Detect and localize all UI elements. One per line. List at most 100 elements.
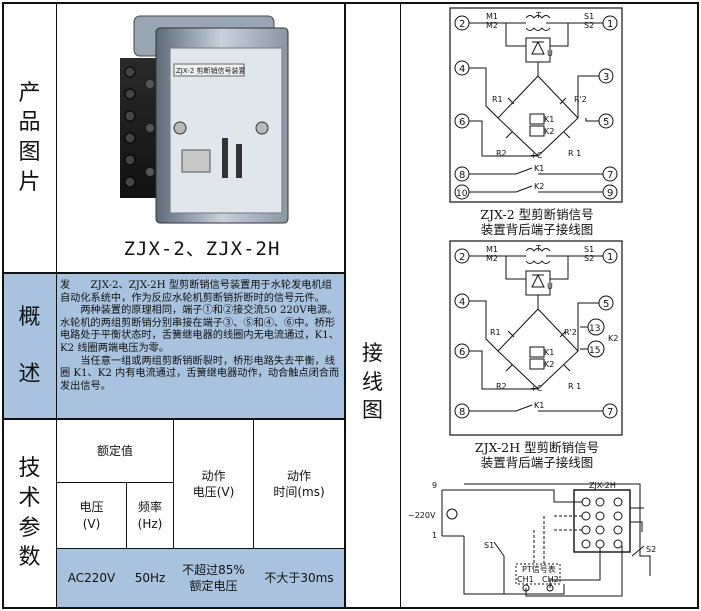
wiring-section-label: 接 线 图 (348, 332, 398, 432)
terminal-2-label: 2 (459, 19, 465, 30)
row-divider-2 (2, 418, 345, 420)
terminal-10-label: 10 (456, 189, 468, 199)
r1-prime-label: R 1 (568, 149, 581, 158)
terminal-1-label: 1 (607, 252, 613, 263)
overview-paragraph: 发 ZJX-2、ZJX-2H 型剪断销信号装置用于水轮发电机组自动化系统中，作为… (60, 280, 332, 304)
label-divider (56, 2, 57, 609)
r2-prime-label: R'2 (564, 328, 577, 337)
r1-label: R1 (492, 95, 503, 104)
r2-prime-label: R'2 (574, 95, 587, 104)
terminal-6-label: 6 (459, 117, 465, 128)
k2-side-label: K2 (608, 334, 618, 343)
overview-paragraph: 两种装置的原理相同，端子①和②接交流50 220V电源。水轮机的两组剪断销分别串… (60, 305, 339, 354)
device-terminals (581, 497, 623, 549)
label-char: 概 (18, 304, 42, 330)
screw-icon (173, 121, 187, 135)
terminal-3-label: 3 (603, 72, 609, 83)
switch-s2-label: S2 (646, 545, 656, 554)
supply-voltage-label: ~220V (408, 511, 436, 520)
overview-paragraph: 当任意一组或两组剪断销断裂时，桥形电路失去平衡，线圈 K1、K2 内有电流通过，… (60, 355, 340, 392)
r2-label: R2 (496, 149, 507, 158)
params-value-row (57, 549, 344, 607)
action-time-header: 动作 时间(ms) (273, 468, 325, 499)
terminal-5-label: 5 (603, 117, 609, 128)
caption-line: 装置背后端子接线图 (480, 222, 594, 237)
terminal-8-label: 8 (459, 170, 465, 181)
wiring-diagram-connection: ~220V ZJX-2H S1 S2 PT信号表 CH1 CH2 9 1 (408, 481, 656, 597)
terminal-9-label: 9 (607, 188, 613, 199)
product-caption: ZJX-2、ZJX-2H (123, 238, 281, 260)
s2-label: S2 (584, 21, 594, 30)
product-section-label: 产 品 图 片 (4, 4, 56, 272)
terminal-4-label: 4 (459, 297, 465, 308)
label-char: 图 (18, 140, 42, 165)
k2-contact-label: K2 (534, 182, 544, 191)
m1-label: M1 (486, 245, 498, 254)
voltage-header: 电压 (V) (79, 500, 104, 531)
terminal-4-label: 4 (459, 64, 465, 75)
action-time-value: 不大于30ms (264, 570, 334, 585)
k2-coil-label: K2 (544, 360, 554, 369)
relay-base (120, 58, 162, 198)
terminal-15-label: 15 (589, 346, 600, 356)
label-char: 技 (18, 456, 42, 482)
label-char: 线 (362, 369, 384, 394)
action-voltage-header: 动作 电压(V) (192, 468, 235, 499)
wiring-diagram-zjx2: 2 1 4 3 6 5 8 7 10 9 M1 M2 T S1 S2 U R1 … (449, 7, 623, 203)
params-section-label: 技 术 参 数 (4, 420, 56, 607)
caption-line: ZJX-2H 型剪断销信号 (474, 440, 600, 455)
node-9-label: 9 (432, 481, 437, 490)
overview-section-label: 概 述 (4, 274, 56, 418)
overview-background (57, 274, 344, 418)
frame-bottom (2, 607, 699, 609)
screw-icon (255, 121, 269, 135)
r1-label: R1 (490, 328, 501, 337)
label-char: 产 (18, 80, 42, 106)
relay-label-text: ZJX-2 剪断销信号装置 (176, 66, 246, 75)
label-char: 术 (18, 485, 42, 511)
frame-top (2, 2, 699, 4)
terminal-screws (124, 66, 154, 188)
s2-label: S2 (584, 254, 594, 263)
overview-text: 发 ZJX-2、ZJX-2H 型剪断销信号装置用于水轮发电机组自动化系统中，作为… (60, 280, 340, 393)
wiring-diagram-zjx2h: 2 1 4 5 6 13 15 8 7 M1 M2 T S1 S2 U R1 R… (449, 240, 623, 436)
terminal-2-label: 2 (459, 252, 465, 263)
m2-label: M2 (486, 21, 498, 30)
r1-prime-label: R 1 (568, 382, 581, 391)
caption-line: 装置背后端子接线图 (480, 455, 594, 470)
frequency-value: 50Hz (134, 570, 166, 585)
m2-label: M2 (486, 254, 498, 263)
k2-coil-label: K2 (544, 127, 554, 136)
column-divider (344, 2, 346, 609)
k1-contact-label: K1 (534, 401, 544, 410)
terminal-8-label: 8 (459, 407, 465, 418)
label-char: 品 (18, 110, 42, 136)
terminal-13-label: 13 (589, 324, 600, 334)
k1-coil-label: K1 (544, 348, 554, 357)
frame-right (697, 2, 699, 609)
frequency-header: 频率 (Hz) (137, 500, 163, 531)
switch-s1-label: S1 (484, 541, 494, 550)
terminal-5-label: 5 (603, 299, 609, 310)
r2-label: R2 (496, 382, 507, 391)
s1-label: S1 (584, 12, 594, 21)
terminal-7-label: 7 (607, 407, 613, 418)
k1-contact-label: K1 (534, 164, 544, 173)
voltage-value: AC220V (67, 570, 116, 585)
lamp-icon (446, 508, 458, 520)
k1-coil-label: K1 (544, 115, 554, 124)
terminal-6-label: 6 (459, 347, 465, 358)
label-char: 参 (18, 515, 42, 541)
rated-value-header: 额定值 (96, 443, 133, 458)
label-char: 述 (18, 362, 42, 387)
relay-device-image: ZJX-2 剪断销信号装置 (120, 15, 289, 224)
action-voltage-value: 不超过85% 额定电压 (182, 562, 245, 593)
label-char: 数 (18, 545, 42, 571)
terminal-7-label: 7 (607, 170, 613, 181)
diagram2-caption: ZJX-2H 型剪断销信号 装置背后端子接线图 (432, 440, 642, 470)
row-divider-1 (2, 272, 345, 274)
wiring-label-divider (400, 2, 401, 609)
device-title-label: ZJX-2H (589, 481, 616, 490)
label-char: 接 (362, 341, 384, 366)
